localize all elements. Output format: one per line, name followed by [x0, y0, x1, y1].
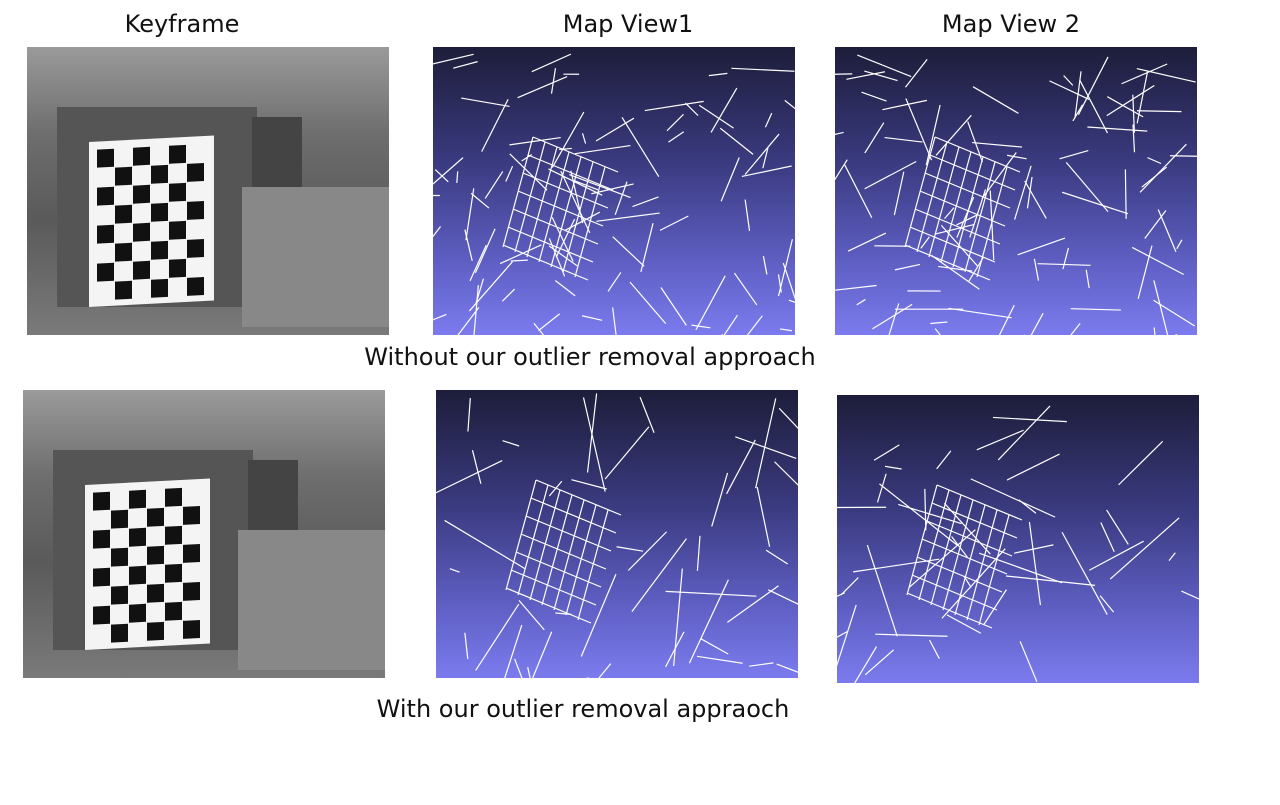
boxes [242, 187, 389, 327]
caption-with-outlier-removal: With our outlier removal appraoch [376, 695, 790, 723]
caption-without-outlier-removal: Without our outlier removal approach [364, 343, 816, 371]
map-view-1-row2 [436, 390, 798, 678]
box [252, 117, 302, 197]
map-lines [837, 405, 1199, 683]
map-lines [436, 393, 798, 678]
map-view-2-row1 [835, 47, 1197, 335]
keyframe-image-row2 [23, 390, 385, 678]
header-map-view-2: Map View 2 [941, 10, 1081, 38]
box [248, 460, 298, 540]
map-view-1-row1 [433, 47, 795, 335]
map-view-2-row2 [837, 395, 1199, 683]
header-keyframe: Keyframe [124, 10, 240, 38]
keyframe-image-row1 [27, 47, 389, 335]
header-map-view-1: Map View1 [562, 10, 694, 38]
boxes [238, 530, 385, 670]
map-lines [835, 54, 1197, 335]
map-lines [433, 53, 795, 335]
checkerboard [85, 478, 210, 650]
checkerboard [89, 135, 214, 307]
